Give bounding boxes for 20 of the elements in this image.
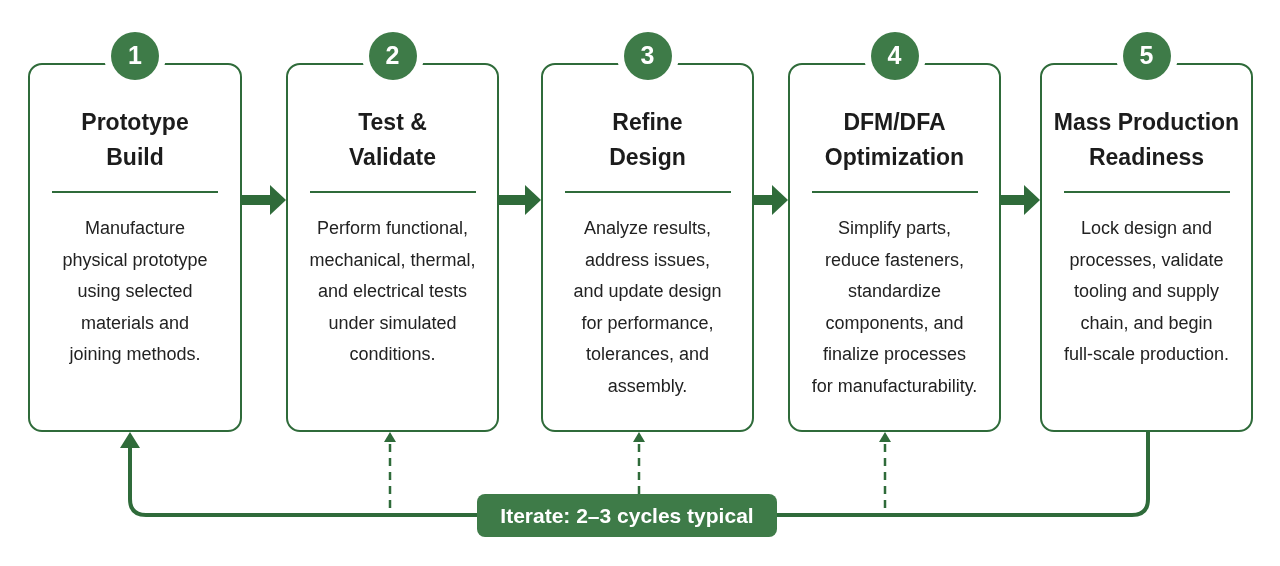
step-description: Perform functional, mechanical, thermal, and electrical tests under simulated conditions.	[308, 217, 477, 366]
arrow	[499, 185, 541, 215]
step-title: Test & Validate	[348, 108, 437, 172]
step-description: Analyze results, address issues, and update design for performance, tolerances, and assembly.	[572, 217, 723, 398]
step-title: Refine Design	[608, 108, 687, 172]
step-description: Manufacture physical prototype using selected materials and joining methods.	[61, 217, 209, 366]
step-title: DFM/DFA Optimization	[823, 108, 966, 172]
step-title: Prototype Build	[80, 108, 190, 172]
dashed-arrow	[633, 432, 645, 494]
arrow	[1001, 185, 1040, 215]
step-description: Lock design and processes, validate tooling and supply chain, and begin full-scale production.	[1063, 217, 1230, 366]
iterate-label: Iterate: 2–3 cycles typical	[477, 494, 777, 537]
dashed-arrow	[879, 432, 891, 508]
arrow	[242, 185, 286, 215]
step-title: Mass Production Readiness	[1052, 108, 1241, 172]
step-description: Simplify parts, reduce fasteners, standardize components, and finalize processes for manufacturability.	[810, 217, 979, 398]
connector-line	[777, 432, 1150, 517]
arrow	[754, 185, 788, 215]
dashed-arrow	[384, 432, 396, 508]
loop-arrow	[120, 432, 477, 517]
